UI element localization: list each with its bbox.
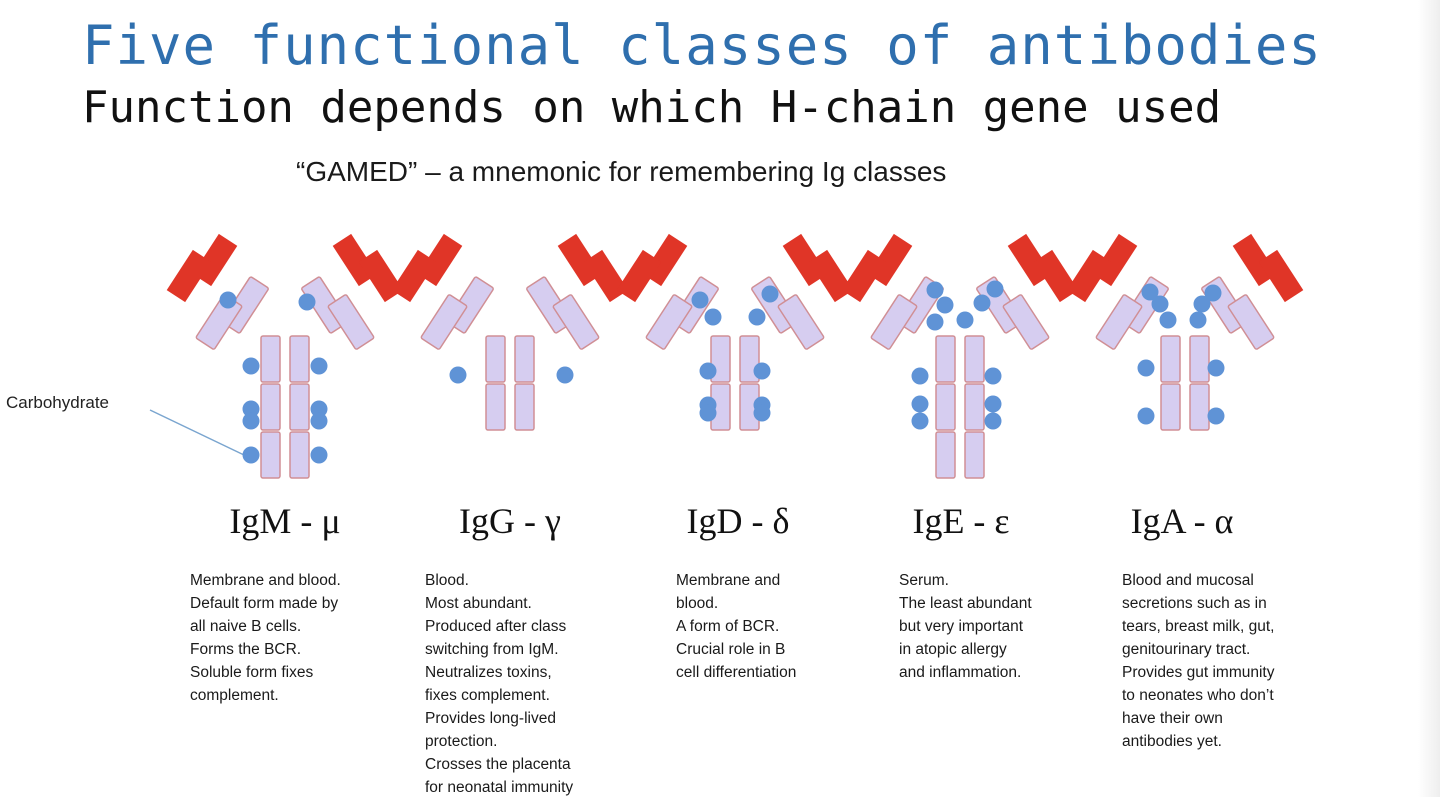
igm-carbohydrate-dot bbox=[310, 357, 328, 375]
igd-carbohydrate-dot bbox=[761, 285, 779, 303]
carbohydrate-pointer bbox=[149, 409, 245, 456]
igm-carbohydrate-dot bbox=[310, 446, 328, 464]
igm-carbohydrate-dot bbox=[242, 400, 260, 418]
igg-description: Blood. Most abundant. Produced after cla… bbox=[425, 572, 574, 796]
iga-left-light-variable-region bbox=[1066, 249, 1112, 303]
igm-stem-left-segment bbox=[260, 431, 281, 479]
slide-subtitle: Function depends on which H-chain gene u… bbox=[82, 82, 1222, 133]
ige-right-light-constant-region bbox=[1002, 294, 1050, 350]
igg-stem-left-segment bbox=[485, 383, 506, 431]
igd-description: Membrane and blood. A form of BCR. Cruci… bbox=[676, 572, 797, 681]
ige-carbohydrate-dot bbox=[911, 395, 929, 413]
igm-carbohydrate-dot bbox=[298, 293, 316, 311]
igg-stem-right-segment bbox=[514, 335, 535, 383]
igd-carbohydrate-dot bbox=[753, 362, 771, 380]
igm-carbohydrate-dot bbox=[242, 412, 260, 430]
ige-carbohydrate-dot bbox=[984, 367, 1002, 385]
iga-carbohydrate-dot bbox=[1137, 407, 1155, 425]
igm-carbohydrate-dot bbox=[310, 400, 328, 418]
igm-right-light-constant-region bbox=[327, 294, 375, 350]
ige-carbohydrate-dot bbox=[984, 412, 1002, 430]
ige-left-light-constant-region bbox=[870, 294, 918, 350]
igd-carbohydrate-dot bbox=[691, 291, 709, 309]
ige-class-name: IgE - ε bbox=[912, 501, 1010, 541]
ige-carbohydrate-dot bbox=[986, 280, 1004, 298]
igd-carbohydrate-dot bbox=[704, 308, 722, 326]
igm-description: Membrane and blood. Default form made by… bbox=[190, 572, 341, 704]
igm-class-name: IgM - μ bbox=[229, 501, 341, 541]
igg-left-light-variable-region bbox=[391, 249, 437, 303]
igd-left-light-constant-region bbox=[645, 294, 693, 350]
ige-stem-left-segment bbox=[935, 335, 956, 383]
igg-stem-left-segment bbox=[485, 335, 506, 383]
iga-description: Blood and mucosal secretions such as in … bbox=[1122, 572, 1275, 750]
igm-stem-right-segment bbox=[289, 335, 310, 383]
ige-right-light-variable-region bbox=[1033, 249, 1079, 303]
igg-carbohydrate-dot bbox=[556, 366, 574, 384]
iga-stem-left-segment bbox=[1160, 335, 1181, 383]
ige-carbohydrate-dot bbox=[926, 313, 944, 331]
iga-carbohydrate-dot bbox=[1204, 284, 1222, 302]
igd-class-name: IgD - δ bbox=[686, 501, 790, 541]
ige-carbohydrate-dot bbox=[936, 296, 954, 314]
iga-carbohydrate-dot bbox=[1207, 407, 1225, 425]
igd-carbohydrate-dot bbox=[699, 404, 717, 422]
iga-left-light-constant-region bbox=[1095, 294, 1143, 350]
iga-carbohydrate-dot bbox=[1189, 311, 1207, 329]
iga-carbohydrate-dot bbox=[1193, 295, 1211, 313]
ige-carbohydrate-dot bbox=[926, 281, 944, 299]
carbohydrate-label: Carbohydrate bbox=[6, 393, 110, 412]
iga-carbohydrate-dot bbox=[1141, 283, 1159, 301]
ige-stem-right-segment bbox=[964, 335, 985, 383]
iga-carbohydrate-dot bbox=[1151, 295, 1169, 313]
ige-carbohydrate-dot bbox=[984, 395, 1002, 413]
igd-right-light-constant-region bbox=[777, 294, 825, 350]
slide-title: Five functional classes of antibodies bbox=[82, 14, 1322, 77]
iga-carbohydrate-dot bbox=[1159, 311, 1177, 329]
igm-right-light-variable-region bbox=[358, 249, 404, 303]
iga-right-light-variable-region bbox=[1258, 249, 1304, 303]
igm-left-light-variable-region bbox=[166, 249, 212, 303]
igm-stem-left-segment bbox=[260, 335, 281, 383]
igd-left-light-variable-region bbox=[616, 249, 662, 303]
iga-stem-right-segment bbox=[1189, 335, 1210, 383]
igg-carbohydrate-dot bbox=[449, 366, 467, 384]
igg-left-light-constant-region bbox=[420, 294, 468, 350]
ige-stem-left-segment bbox=[935, 383, 956, 431]
igd-carbohydrate-dot bbox=[753, 404, 771, 422]
iga-class-name: IgA - α bbox=[1130, 501, 1234, 541]
igm-carbohydrate-dot bbox=[219, 291, 237, 309]
igm-stem-right-segment bbox=[289, 383, 310, 431]
ige-description: Serum. The least abundant but very impor… bbox=[899, 572, 1032, 681]
igg-right-light-constant-region bbox=[552, 294, 600, 350]
slide-edge-shadow bbox=[1418, 0, 1440, 797]
iga-stem-left-segment bbox=[1160, 383, 1181, 431]
ige-carbohydrate-dot bbox=[911, 367, 929, 385]
igm-carbohydrate-dot bbox=[242, 357, 260, 375]
igd-right-light-variable-region bbox=[808, 249, 854, 303]
iga-right-light-constant-region bbox=[1227, 294, 1275, 350]
igm-stem-right-segment bbox=[289, 431, 310, 479]
igg-class-name: IgG - γ bbox=[459, 501, 561, 541]
igd-carbohydrate-dot bbox=[748, 308, 766, 326]
ige-left-light-variable-region bbox=[841, 249, 887, 303]
igg-stem-right-segment bbox=[514, 383, 535, 431]
ige-stem-left-segment bbox=[935, 431, 956, 479]
igm-carbohydrate-dot bbox=[242, 446, 260, 464]
mnemonic-caption: “GAMED” – a mnemonic for remembering Ig … bbox=[296, 156, 947, 187]
ige-carbohydrate-dot bbox=[956, 311, 974, 329]
ige-carbohydrate-dot bbox=[911, 412, 929, 430]
ige-carbohydrate-dot bbox=[973, 294, 991, 312]
iga-carbohydrate-dot bbox=[1207, 359, 1225, 377]
igm-carbohydrate-dot bbox=[310, 412, 328, 430]
ige-stem-right-segment bbox=[964, 383, 985, 431]
igg-right-light-variable-region bbox=[583, 249, 629, 303]
iga-stem-right-segment bbox=[1189, 383, 1210, 431]
igd-carbohydrate-dot bbox=[699, 362, 717, 380]
igm-stem-left-segment bbox=[260, 383, 281, 431]
ige-stem-right-segment bbox=[964, 431, 985, 479]
iga-carbohydrate-dot bbox=[1137, 359, 1155, 377]
